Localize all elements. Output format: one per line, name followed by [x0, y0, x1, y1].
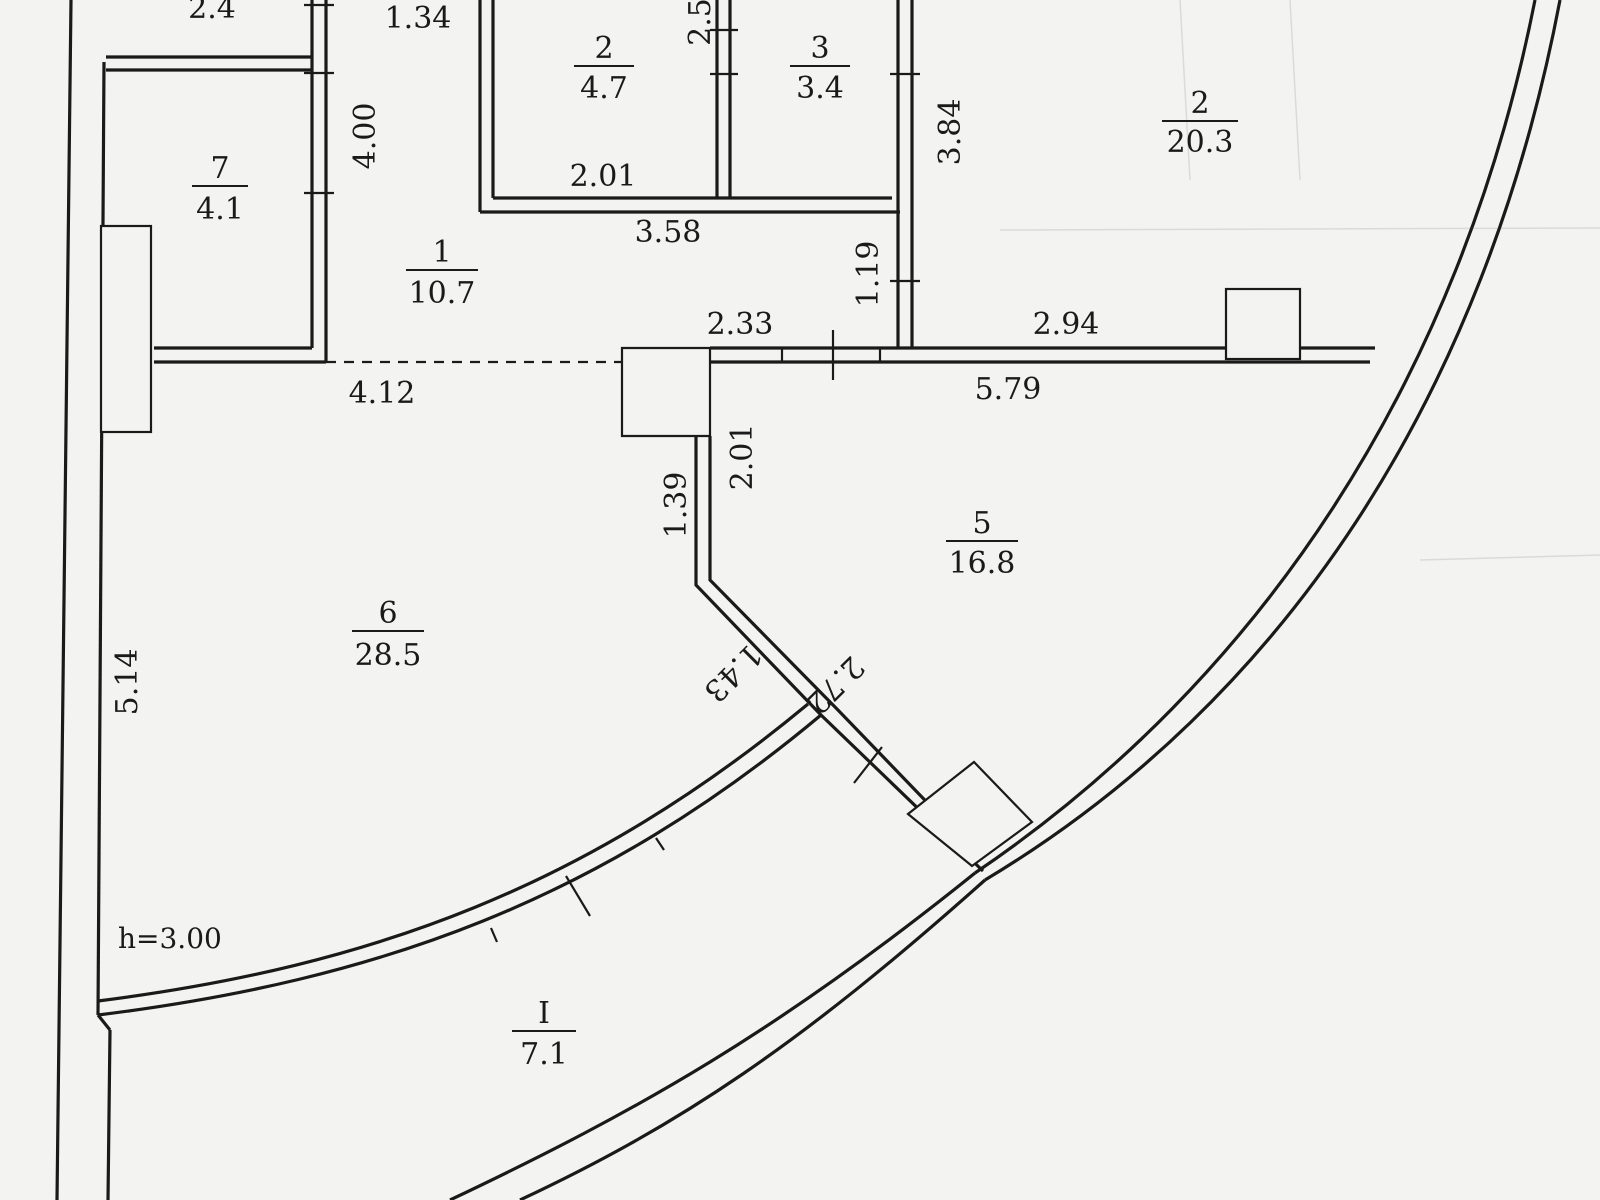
dim-4-12: 4.12 — [349, 376, 416, 411]
background-lines — [999, 0, 1600, 561]
dim-3-58: 3.58 — [635, 215, 702, 250]
central-column — [620, 346, 712, 438]
dim-4-00: 4.00 — [348, 103, 383, 170]
dim-2-5: 2.5 — [683, 0, 718, 46]
room-6-area: 28.5 — [355, 638, 422, 673]
room-3-area: 3.4 — [796, 71, 844, 106]
room-label-1: 1 10.7 — [406, 235, 478, 311]
dim-top-left: 2.4 — [188, 0, 236, 26]
dim-1-39: 1.39 — [659, 472, 694, 539]
room-7-walls — [106, 0, 334, 364]
room-7-area: 4.1 — [196, 192, 244, 227]
dim-2-01-vertical: 2.01 — [725, 424, 760, 491]
room-2-bath-number: 2 — [594, 31, 613, 66]
room-7-number: 7 — [210, 151, 229, 186]
dim-2-72: 2.72 — [799, 649, 871, 721]
room-3-number: 3 — [810, 31, 829, 66]
bedroom-5-north-wall — [710, 287, 1375, 380]
balcony-inner-wall — [97, 702, 823, 1017]
ceiling-height: h=3.00 — [118, 922, 222, 955]
dim-2-33: 2.33 — [707, 307, 774, 342]
room-label-7: 7 4.1 — [192, 151, 248, 227]
room-label-5: 5 16.8 — [946, 506, 1018, 581]
dim-5-14: 5.14 — [110, 649, 145, 716]
kitchen-block — [99, 224, 153, 434]
dim-3-84: 3.84 — [933, 99, 968, 166]
room-label-6: 6 28.5 — [352, 596, 424, 673]
room-1-area: 10.7 — [409, 276, 476, 311]
balcony-number: I — [538, 996, 550, 1031]
room-5-area: 16.8 — [949, 546, 1016, 581]
balcony-area: 7.1 — [520, 1037, 568, 1072]
dim-1-34: 1.34 — [385, 1, 452, 36]
room-2-living-area: 20.3 — [1167, 125, 1234, 160]
dim-1-19: 1.19 — [851, 241, 886, 308]
room-2-living-number: 2 — [1190, 86, 1209, 121]
room-1-number: 1 — [432, 235, 451, 270]
dim-5-79: 5.79 — [975, 372, 1042, 407]
room-label-2-living: 2 20.3 — [1162, 86, 1238, 160]
curved-facade — [449, 0, 1562, 1200]
room-2-bath-area: 4.7 — [580, 71, 628, 106]
room-label-3: 3 3.4 — [790, 31, 850, 106]
room-label-I: I 7.1 — [512, 996, 576, 1072]
outer-west-wall — [55, 0, 112, 1200]
bathrooms-walls — [478, 0, 920, 348]
room-5-number: 5 — [972, 506, 991, 541]
room-6-number: 6 — [378, 596, 397, 631]
dim-2-01-top: 2.01 — [570, 159, 637, 194]
room-label-2-bath: 2 4.7 — [574, 31, 634, 106]
diagonal-partition — [694, 436, 1034, 873]
dim-2-94: 2.94 — [1033, 307, 1100, 342]
